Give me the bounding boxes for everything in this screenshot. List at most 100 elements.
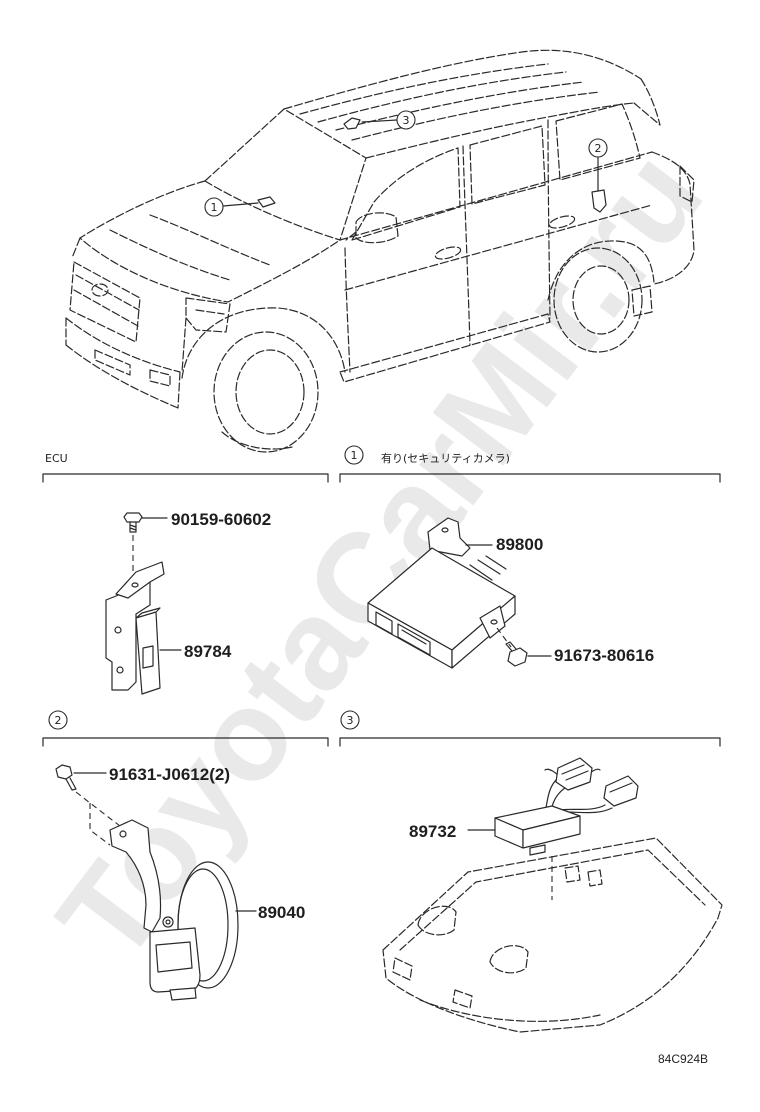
section-3: 3 89732 [339, 710, 723, 1033]
connector-a [555, 757, 593, 791]
roof-console-outline [382, 837, 723, 1033]
front-wheel-hub [235, 349, 305, 435]
unit-ribs [469, 555, 507, 581]
grille [69, 237, 141, 343]
ecu-box [135, 607, 161, 695]
section-2-divider [42, 737, 329, 747]
front-door-handle [434, 246, 462, 260]
hood-creases [109, 214, 271, 281]
assembly-line [496, 627, 512, 648]
horn-nut-center [165, 919, 171, 925]
b-pillar [462, 145, 471, 346]
ecu-connector [142, 645, 154, 669]
hood [79, 180, 341, 303]
module-side [522, 815, 581, 849]
section-2: 2 91631-J0612(2) 89040 [42, 710, 329, 1001]
rear-door-window [469, 125, 546, 205]
console-recesses [392, 957, 473, 1009]
part-number-89800[interactable]: 89800 [496, 535, 543, 554]
callout-3-circle [396, 110, 416, 130]
horn-bracket-hole [119, 830, 127, 838]
console-tabs [564, 865, 603, 887]
front-wheel-arch [181, 307, 346, 379]
part-number-91673-80616[interactable]: 91673-80616 [554, 646, 654, 665]
vehicle-callout-2: 2 [588, 138, 608, 213]
roof-right-edge [365, 102, 635, 159]
section-3-marker: 3 [347, 714, 354, 727]
bolt-head [123, 512, 143, 523]
bolt-head [55, 764, 73, 780]
section-3-marker-circle [340, 710, 360, 730]
bolt-shank [129, 521, 137, 533]
map-lamp-left [417, 905, 457, 936]
section-3-divider [339, 737, 721, 747]
tail-lamp [679, 165, 695, 203]
illustration-id: 84C924B [658, 1052, 708, 1066]
section-2-marker: 2 [55, 714, 62, 727]
roof-sensor-part [343, 117, 361, 130]
bolt-head [507, 647, 528, 667]
rear-wheel-hub [572, 265, 630, 335]
bracket-hole-lower [116, 666, 124, 674]
unit-connector-b [397, 623, 431, 656]
unit-bracket-side-hole [490, 619, 498, 625]
ecu-bracket-flange [115, 561, 165, 599]
side-mirror [345, 212, 399, 244]
mud-flap [631, 285, 653, 317]
bracket-hole-upper [114, 626, 122, 634]
horn-part [591, 189, 607, 213]
section-1-marker-circle [344, 445, 364, 465]
rear-body [651, 151, 695, 285]
windshield-camera-part [257, 196, 276, 208]
bolt-shank [505, 641, 517, 652]
rear-wheel-arch [547, 240, 655, 301]
section-1: 1 有り(セキュリティカメラ) 89800 91673-80616 [339, 445, 721, 669]
callout-1-label: 1 [211, 201, 218, 214]
rear-wheel [553, 247, 643, 353]
module-foot [529, 844, 546, 856]
front-bumper [65, 317, 187, 409]
section-1-header: 有り(セキュリティカメラ) [381, 451, 510, 465]
part-number-90159-60602[interactable]: 90159-60602 [171, 510, 271, 529]
section-1-divider [339, 473, 721, 483]
assembly-lines [75, 791, 121, 846]
harness-wires [544, 768, 613, 814]
ecu-bracket-hole [131, 582, 139, 588]
unit-bracket-top-hole [441, 527, 449, 533]
quarter-window [555, 103, 641, 181]
part-number-89040[interactable]: 89040 [258, 903, 305, 922]
roof-left-edge [283, 49, 642, 110]
front-door-edge [344, 247, 351, 373]
callout-3-label: 3 [403, 114, 410, 127]
callout-2-circle [588, 138, 608, 158]
vehicle-callout-3: 3 [343, 110, 416, 130]
beltline [339, 151, 653, 241]
part-number-89732[interactable]: 89732 [409, 822, 456, 841]
lower-grille [94, 349, 131, 376]
roof-console-inner-edge [399, 849, 706, 1022]
section-ecu-header: ECU [45, 452, 68, 465]
unit-bracket-top [427, 517, 471, 557]
front-tire-contact [221, 431, 293, 450]
section-1-marker: 1 [351, 449, 358, 462]
section-ecu: ECU 90159-60602 89784 [42, 452, 329, 695]
section-ecu-divider [42, 473, 329, 483]
horn-terminal [169, 987, 197, 1001]
map-lamp-right [489, 945, 529, 974]
unit-connector-a [375, 611, 393, 635]
side-character-line [344, 204, 653, 291]
vehicle-illustration: 3 2 1 [65, 49, 695, 453]
callout-3-leader [361, 119, 398, 123]
part-number-91631-J0612[interactable]: 91631-J0612(2) [109, 765, 230, 784]
horn-bracket [109, 819, 162, 933]
rear-door-handle [548, 215, 576, 229]
horn-nut [162, 916, 174, 928]
callout-1-leader [222, 202, 259, 207]
vehicle-callout-1: 1 [204, 196, 276, 217]
part-number-89784[interactable]: 89784 [184, 642, 232, 661]
roof-slats [299, 63, 601, 141]
connector-b [603, 775, 639, 807]
bolt-shank [65, 777, 77, 791]
running-board [339, 313, 551, 383]
